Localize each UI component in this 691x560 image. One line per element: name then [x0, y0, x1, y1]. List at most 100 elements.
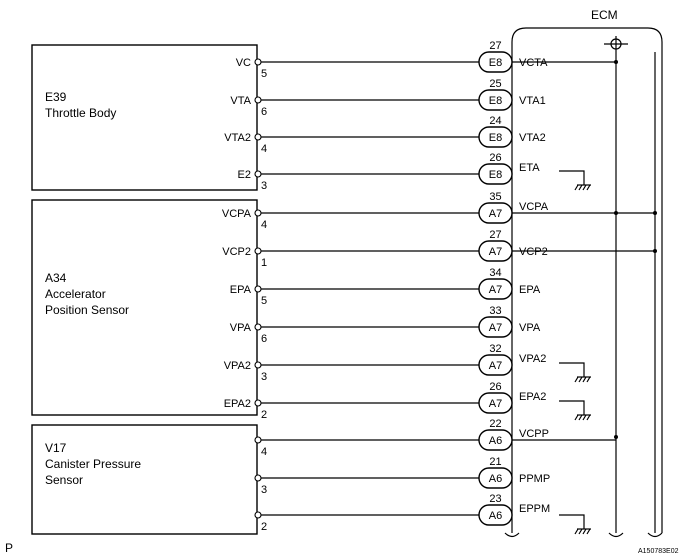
connector-label: A7 [489, 284, 502, 296]
ground-symbol [559, 514, 591, 535]
connector-capsule [478, 278, 513, 300]
canister-sensor-code: V17 [45, 441, 67, 455]
pin-number: 3 [261, 484, 267, 496]
sensor-pin-label: VPA2 [224, 360, 251, 372]
ecm-enclosure [511, 27, 663, 533]
figure-code: A150783E02 [638, 548, 679, 555]
bus-end-arc [647, 532, 663, 538]
pin-number: 5 [261, 295, 267, 307]
pin-number: 5 [261, 68, 267, 80]
throttle-body-code: E39 [45, 90, 67, 104]
canister-sensor-name-2: Sensor [45, 473, 83, 487]
sensor-pin-label: EPA2 [224, 398, 251, 410]
ground-symbol [559, 170, 591, 191]
sensor-pin-label: VCP2 [222, 246, 251, 258]
ecm-signal-label: VPA2 [519, 353, 546, 365]
pin-terminal [254, 474, 262, 482]
pin-number: 4 [261, 446, 267, 458]
bus-end-arc [504, 532, 520, 538]
accelerator-sensor-code: A34 [45, 271, 67, 285]
ecm-pin-number: 34 [489, 267, 501, 279]
ecm-signal-label: VTA2 [519, 132, 546, 144]
canister-sensor-box [31, 424, 258, 535]
connector-label: A6 [489, 435, 502, 447]
pin-number: 1 [261, 257, 267, 269]
pin-terminal [254, 58, 262, 66]
ecm-pin-number: 27 [489, 229, 501, 241]
connector-capsule [478, 392, 513, 414]
connector-label: E8 [489, 57, 502, 69]
pin-terminal [254, 511, 262, 519]
throttle-body-name: Throttle Body [45, 106, 116, 120]
connector-label: A7 [489, 322, 502, 334]
connector-capsule [478, 467, 513, 489]
ecm-signal-label: VPA [519, 322, 541, 334]
pin-terminal [254, 247, 262, 255]
ecm-pin-number: 26 [489, 152, 501, 164]
ecm-signal-label: ETA [519, 162, 540, 174]
canister-sensor-name-1: Canister Pressure [45, 457, 141, 471]
connector-capsule [478, 126, 513, 148]
ecm-signal-label: EPA [519, 284, 541, 296]
connector-capsule [478, 504, 513, 526]
bus-end-arc [608, 532, 624, 538]
pin-terminal [254, 323, 262, 331]
ecm-label: ECM [591, 8, 618, 22]
pin-number: 2 [261, 521, 267, 533]
pin-terminal [254, 361, 262, 369]
ground-symbol [559, 362, 591, 383]
pin-number: 3 [261, 371, 267, 383]
pin-number: 2 [261, 409, 267, 421]
connector-label: A7 [489, 208, 502, 220]
connector-label: E8 [489, 132, 502, 144]
ecm-signal-label: PPMP [519, 473, 550, 485]
sensor-pin-label: VTA [230, 95, 251, 107]
page-letter: P [5, 541, 13, 555]
junction-dot [614, 435, 618, 439]
pin-number: 4 [261, 143, 267, 155]
connector-label: A7 [489, 398, 502, 410]
ecm-signal-label: VCPP [519, 428, 549, 440]
pin-terminal [254, 133, 262, 141]
ecm-pin-number: 22 [489, 418, 501, 430]
pin-number: 3 [261, 180, 267, 192]
ecm-pin-number: 23 [489, 493, 501, 505]
connector-label: A7 [489, 360, 502, 372]
sensor-pin-label: E2 [238, 169, 251, 181]
ecm-pin-number: 25 [489, 78, 501, 90]
pin-number: 6 [261, 106, 267, 118]
pin-terminal [254, 170, 262, 178]
connector-label: A6 [489, 473, 502, 485]
throttle-body-box [31, 44, 258, 191]
ecm-signal-label: VCPA [519, 201, 549, 213]
accelerator-sensor-name-1: Accelerator [45, 287, 106, 301]
ecm-pin-number: 35 [489, 191, 501, 203]
pin-number: 6 [261, 333, 267, 345]
ecm-signal-label: EPPM [519, 503, 550, 515]
connector-capsule [478, 89, 513, 111]
sensor-pin-label: VPA [230, 322, 252, 334]
connector-capsule [478, 163, 513, 185]
accelerator-sensor-name-2: Position Sensor [45, 303, 129, 317]
ecm-signal-label: EPA2 [519, 391, 546, 403]
pin-terminal [254, 285, 262, 293]
ecm-signal-label: VTA1 [519, 95, 546, 107]
connector-label: A6 [489, 510, 502, 522]
pin-terminal [254, 399, 262, 407]
ecm-pin-number: 24 [489, 115, 501, 127]
connector-label: A7 [489, 246, 502, 258]
ecm-signal-label: VCTA [519, 57, 548, 69]
sensor-pin-label: VC [236, 57, 251, 69]
ecm-signal-label: VCP2 [519, 246, 548, 258]
sensor-pin-label: EPA [230, 284, 252, 296]
pin-terminal [254, 209, 262, 217]
pin-terminal [254, 96, 262, 104]
pin-number: 4 [261, 219, 267, 231]
ecm-pin-number: 26 [489, 381, 501, 393]
sensor-pin-label: VCPA [222, 208, 252, 220]
accelerator-sensor-box [31, 199, 258, 416]
sensor-pin-label: VTA2 [224, 132, 251, 144]
connector-label: E8 [489, 95, 502, 107]
ground-symbol [559, 400, 591, 421]
